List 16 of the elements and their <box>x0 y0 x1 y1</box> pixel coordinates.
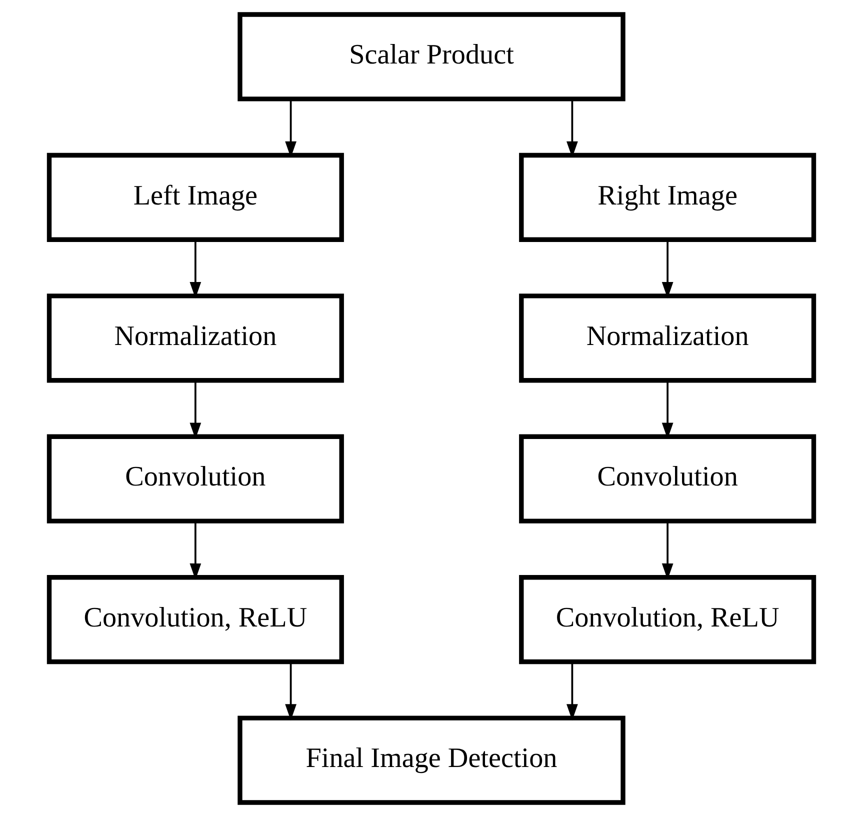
node-box: Scalar Product <box>238 12 626 102</box>
node-box: Normalization <box>46 294 344 383</box>
arrow <box>190 521 202 580</box>
node-box: Normalization <box>519 294 816 383</box>
node-box: Convolution, ReLU <box>519 575 816 664</box>
arrow <box>285 662 296 720</box>
node-box: Right Image <box>519 152 816 242</box>
node-box: Final Image Detection <box>238 716 626 805</box>
node-box: Convolution <box>46 434 344 524</box>
node-box: Left Image <box>46 152 344 242</box>
node-box: Convolution, ReLU <box>46 575 344 664</box>
arrow <box>662 521 674 580</box>
arrow <box>190 240 202 298</box>
arrow <box>566 662 578 720</box>
arrow <box>662 240 674 298</box>
node-box: Convolution <box>519 434 816 524</box>
